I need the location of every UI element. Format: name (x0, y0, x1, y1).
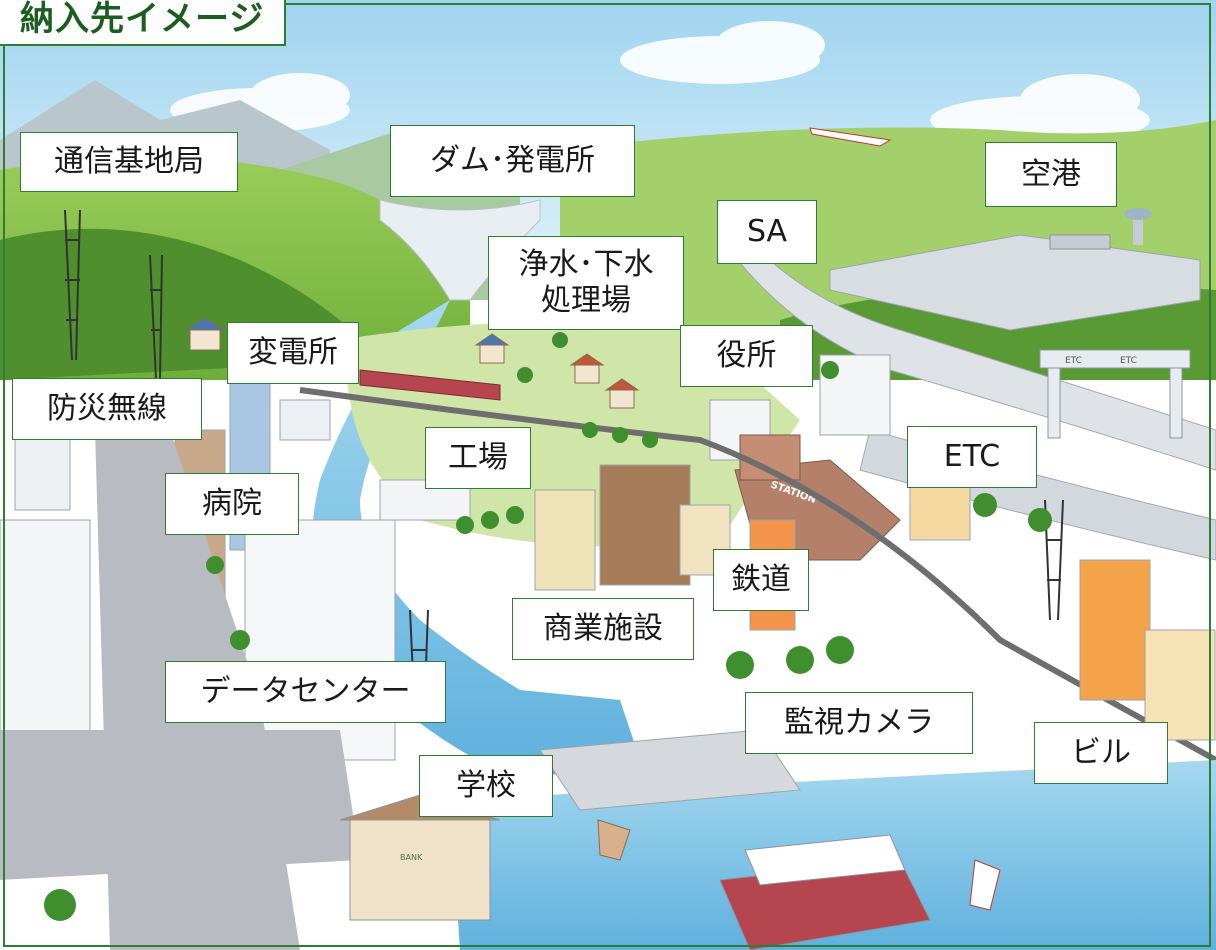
label-gakko: 学校 (419, 755, 553, 817)
railway (299, 387, 1216, 763)
label-kojo: 工場 (425, 427, 531, 489)
houses (184, 317, 640, 409)
bank-sign-text: BANK (400, 853, 423, 862)
title-box: 納入先イメージ (0, 0, 287, 46)
airplane (809, 127, 892, 147)
label-tetsudo: 鉄道 (713, 549, 809, 611)
pier (539, 729, 801, 811)
page-title: 納入先イメージ (20, 0, 265, 39)
cruise-ship (719, 834, 931, 950)
label-josui-gesui: 浄水･下水 処理場 (488, 236, 684, 330)
label-kanshi-camera: 監視カメラ (745, 692, 973, 754)
label-biru: ビル (1034, 722, 1168, 784)
cross-street (0, 730, 360, 880)
train (359, 369, 501, 401)
label-sa: SA (717, 200, 817, 264)
label-henden-sho: 変電所 (227, 322, 359, 384)
label-bosai-musen: 防災無線 (12, 378, 202, 440)
etc-gate-right-text: ETC (1120, 356, 1137, 366)
small-boat-2 (969, 859, 1001, 911)
label-tsushin-kichikyoku: 通信基地局 (20, 132, 238, 192)
small-boat (597, 819, 631, 861)
etc-gate-left-text: ETC (1065, 356, 1082, 366)
label-kuko: 空港 (985, 142, 1117, 207)
label-data-center: データセンター (165, 661, 446, 723)
label-etc: ETC (907, 426, 1037, 488)
label-shogyo-shisetsu: 商業施設 (512, 598, 694, 660)
label-byoin: 病院 (165, 473, 299, 535)
etc-gate (1039, 349, 1191, 439)
airport (829, 208, 1201, 331)
label-dam-hatsudensho: ダム･発電所 (390, 125, 635, 197)
trees (44, 332, 1052, 921)
label-yakusho: 役所 (680, 325, 813, 387)
